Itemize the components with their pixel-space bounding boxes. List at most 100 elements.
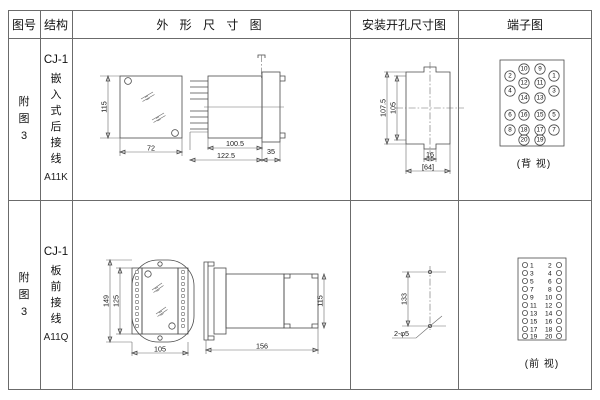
terminal-pin-19: 19 bbox=[536, 137, 544, 144]
terminal-pin-3: 3 bbox=[552, 88, 556, 95]
terminal-front-pin-13: 13 bbox=[530, 310, 538, 317]
row2-fig-no: 附 图 3 bbox=[8, 200, 40, 390]
row1-desc-char-2: 入 bbox=[50, 89, 62, 101]
terminal-pin-11: 11 bbox=[537, 80, 544, 87]
row1-side-dim-a: 100.5 bbox=[226, 139, 244, 148]
terminal-pin-14: 14 bbox=[520, 95, 528, 102]
terminal-front-pin-15: 15 bbox=[530, 318, 538, 325]
header-mounting-hole: 安装开孔尺寸图 bbox=[361, 17, 446, 32]
row2-side-height-dim: 115 bbox=[316, 295, 325, 306]
row2-mounting-hole-view: 133 2-φ5 bbox=[384, 258, 494, 366]
terminal-pin-18: 18 bbox=[520, 127, 528, 134]
terminal-front-pin-19: 19 bbox=[530, 333, 538, 340]
col-rule-1 bbox=[40, 10, 41, 390]
terminal-col-left-outer: 2 4 6 8 bbox=[504, 70, 516, 136]
terminal-pin-20: 20 bbox=[520, 137, 528, 144]
terminal-front-pin-12: 12 bbox=[545, 302, 553, 309]
terminal-front-rows: 1 2 3 4 5 6 7 8 9 10 11 12 13 14 15 16 1… bbox=[521, 262, 563, 340]
row1-desc-char-3: 式 bbox=[50, 105, 62, 117]
terminal-front-pin-6: 6 bbox=[548, 278, 552, 285]
terminal-front-pin-9: 9 bbox=[530, 294, 534, 301]
terminal-front-pin-5: 5 bbox=[530, 278, 534, 285]
terminal-col-right-outer: 1 3 5 7 bbox=[548, 70, 560, 136]
terminal-front-pin-7: 7 bbox=[530, 286, 534, 293]
header-structure: 结构 bbox=[43, 17, 68, 32]
row1-terminal-back-view: 2 4 6 8 10 12 14 16 18 20 9 11 13 15 17 bbox=[494, 58, 574, 152]
terminal-pin-6: 6 bbox=[508, 112, 512, 119]
row1-mount-dim-b: 105 bbox=[389, 102, 398, 114]
row1-code: A11K bbox=[44, 172, 68, 183]
terminal-pin-15: 15 bbox=[536, 112, 544, 119]
row2-hole-note: 2-φ5 bbox=[394, 329, 409, 338]
row1-front-height-dim: 115 bbox=[100, 101, 109, 112]
row2-code: A11Q bbox=[43, 332, 69, 343]
col-rule-2 bbox=[72, 10, 73, 390]
row-divider-rule bbox=[8, 200, 592, 201]
terminal-front-pin-11: 11 bbox=[530, 302, 537, 309]
terminal-pin-16: 16 bbox=[520, 112, 528, 119]
row1-structure: CJ-1 嵌 入 式 后 接 线 A11K bbox=[40, 38, 72, 200]
row1-mounting-hole-view: 107.5 105 16 [64] bbox=[372, 58, 482, 182]
terminal-front-pin-16: 16 bbox=[545, 318, 553, 325]
row2-structure: CJ-1 板 前 接 线 A11Q bbox=[40, 200, 72, 390]
row1-desc-char-5: 接 bbox=[50, 137, 62, 149]
row1-fig-no: 附 图 3 bbox=[8, 38, 40, 200]
terminal-pin-7: 7 bbox=[552, 127, 556, 134]
row2-terminal-front-view: 1 2 3 4 5 6 7 8 9 10 11 12 13 14 15 16 1… bbox=[514, 256, 570, 344]
terminal-pin-5: 5 bbox=[552, 112, 556, 119]
terminal-front-pin-10: 10 bbox=[545, 294, 553, 301]
row2-desc-char-1: 板 bbox=[50, 265, 62, 277]
col-rule-4 bbox=[458, 10, 459, 390]
col-rule-3 bbox=[350, 10, 351, 390]
row1-terminal-view-label: (背 视) bbox=[516, 159, 552, 170]
row2-front-width-dim: 105 bbox=[154, 345, 166, 354]
row1-outline-front-view: 115 72 bbox=[96, 68, 206, 168]
row2-desc-char-4: 线 bbox=[50, 313, 62, 325]
terminal-front-pin-17: 17 bbox=[530, 326, 538, 333]
row1-side-dim-c: 35 bbox=[267, 147, 275, 156]
row1-mount-dim-d: [64] bbox=[422, 163, 434, 172]
row2-fig-no-char-1: 附 bbox=[18, 271, 30, 284]
row2-outline-front-view: 149 125 105 bbox=[100, 252, 210, 360]
terminal-pin-17: 17 bbox=[536, 127, 544, 134]
row1-front-width-dim: 72 bbox=[147, 144, 155, 153]
terminal-front-pin-1: 1 bbox=[530, 262, 534, 269]
row1-mount-dim-c: 16 bbox=[426, 150, 434, 159]
terminal-pin-4: 4 bbox=[508, 88, 512, 95]
terminal-pin-2: 2 bbox=[508, 73, 512, 80]
terminal-pin-10: 10 bbox=[520, 66, 528, 73]
row2-desc-char-2: 前 bbox=[50, 281, 62, 293]
terminal-front-pin-8: 8 bbox=[548, 286, 552, 293]
header-outline-dim: 外 形 尺 寸 图 bbox=[156, 17, 266, 32]
terminal-col-inner-left: 10 12 14 16 18 20 bbox=[518, 63, 530, 146]
row1-mount-dim-a: 107.5 bbox=[379, 99, 388, 117]
row1-fig-no-char-1: 附 bbox=[18, 95, 30, 108]
terminal-front-pin-18: 18 bbox=[545, 326, 553, 333]
row2-outline-side-view: 115 156 bbox=[196, 252, 346, 360]
terminal-pin-12: 12 bbox=[520, 80, 528, 87]
terminal-pin-13: 13 bbox=[536, 95, 544, 102]
row2-desc-char-3: 接 bbox=[50, 297, 62, 309]
row2-side-length-dim: 156 bbox=[256, 342, 268, 351]
terminal-col-inner-right: 9 11 13 15 17 19 bbox=[534, 63, 546, 146]
terminal-front-pin-3: 3 bbox=[530, 270, 534, 277]
row1-outline-side-view: 100.5 122.5 35 bbox=[180, 52, 330, 176]
header-bottom-rule bbox=[8, 38, 592, 39]
row1-model: CJ-1 bbox=[43, 54, 69, 66]
terminal-pin-8: 8 bbox=[508, 127, 512, 134]
row1-fig-no-char-3: 3 bbox=[20, 129, 28, 142]
row1-desc-char-1: 嵌 bbox=[50, 73, 62, 85]
row1-side-dim-b: 122.5 bbox=[217, 151, 235, 160]
row1-desc-char-4: 后 bbox=[50, 121, 62, 133]
terminal-front-pin-14: 14 bbox=[545, 310, 553, 317]
row2-model: CJ-1 bbox=[43, 246, 69, 258]
row2-front-height-dim: 149 bbox=[102, 295, 111, 307]
row2-front-inner-height-dim: 125 bbox=[112, 295, 121, 307]
terminal-pin-1: 1 bbox=[552, 73, 556, 80]
terminal-pin-9: 9 bbox=[538, 66, 542, 73]
terminal-front-pin-2: 2 bbox=[548, 262, 552, 269]
row1-desc-char-6: 线 bbox=[50, 153, 62, 165]
terminal-front-pin-20: 20 bbox=[545, 333, 553, 340]
row2-terminal-view-label: (前 视) bbox=[524, 359, 560, 370]
